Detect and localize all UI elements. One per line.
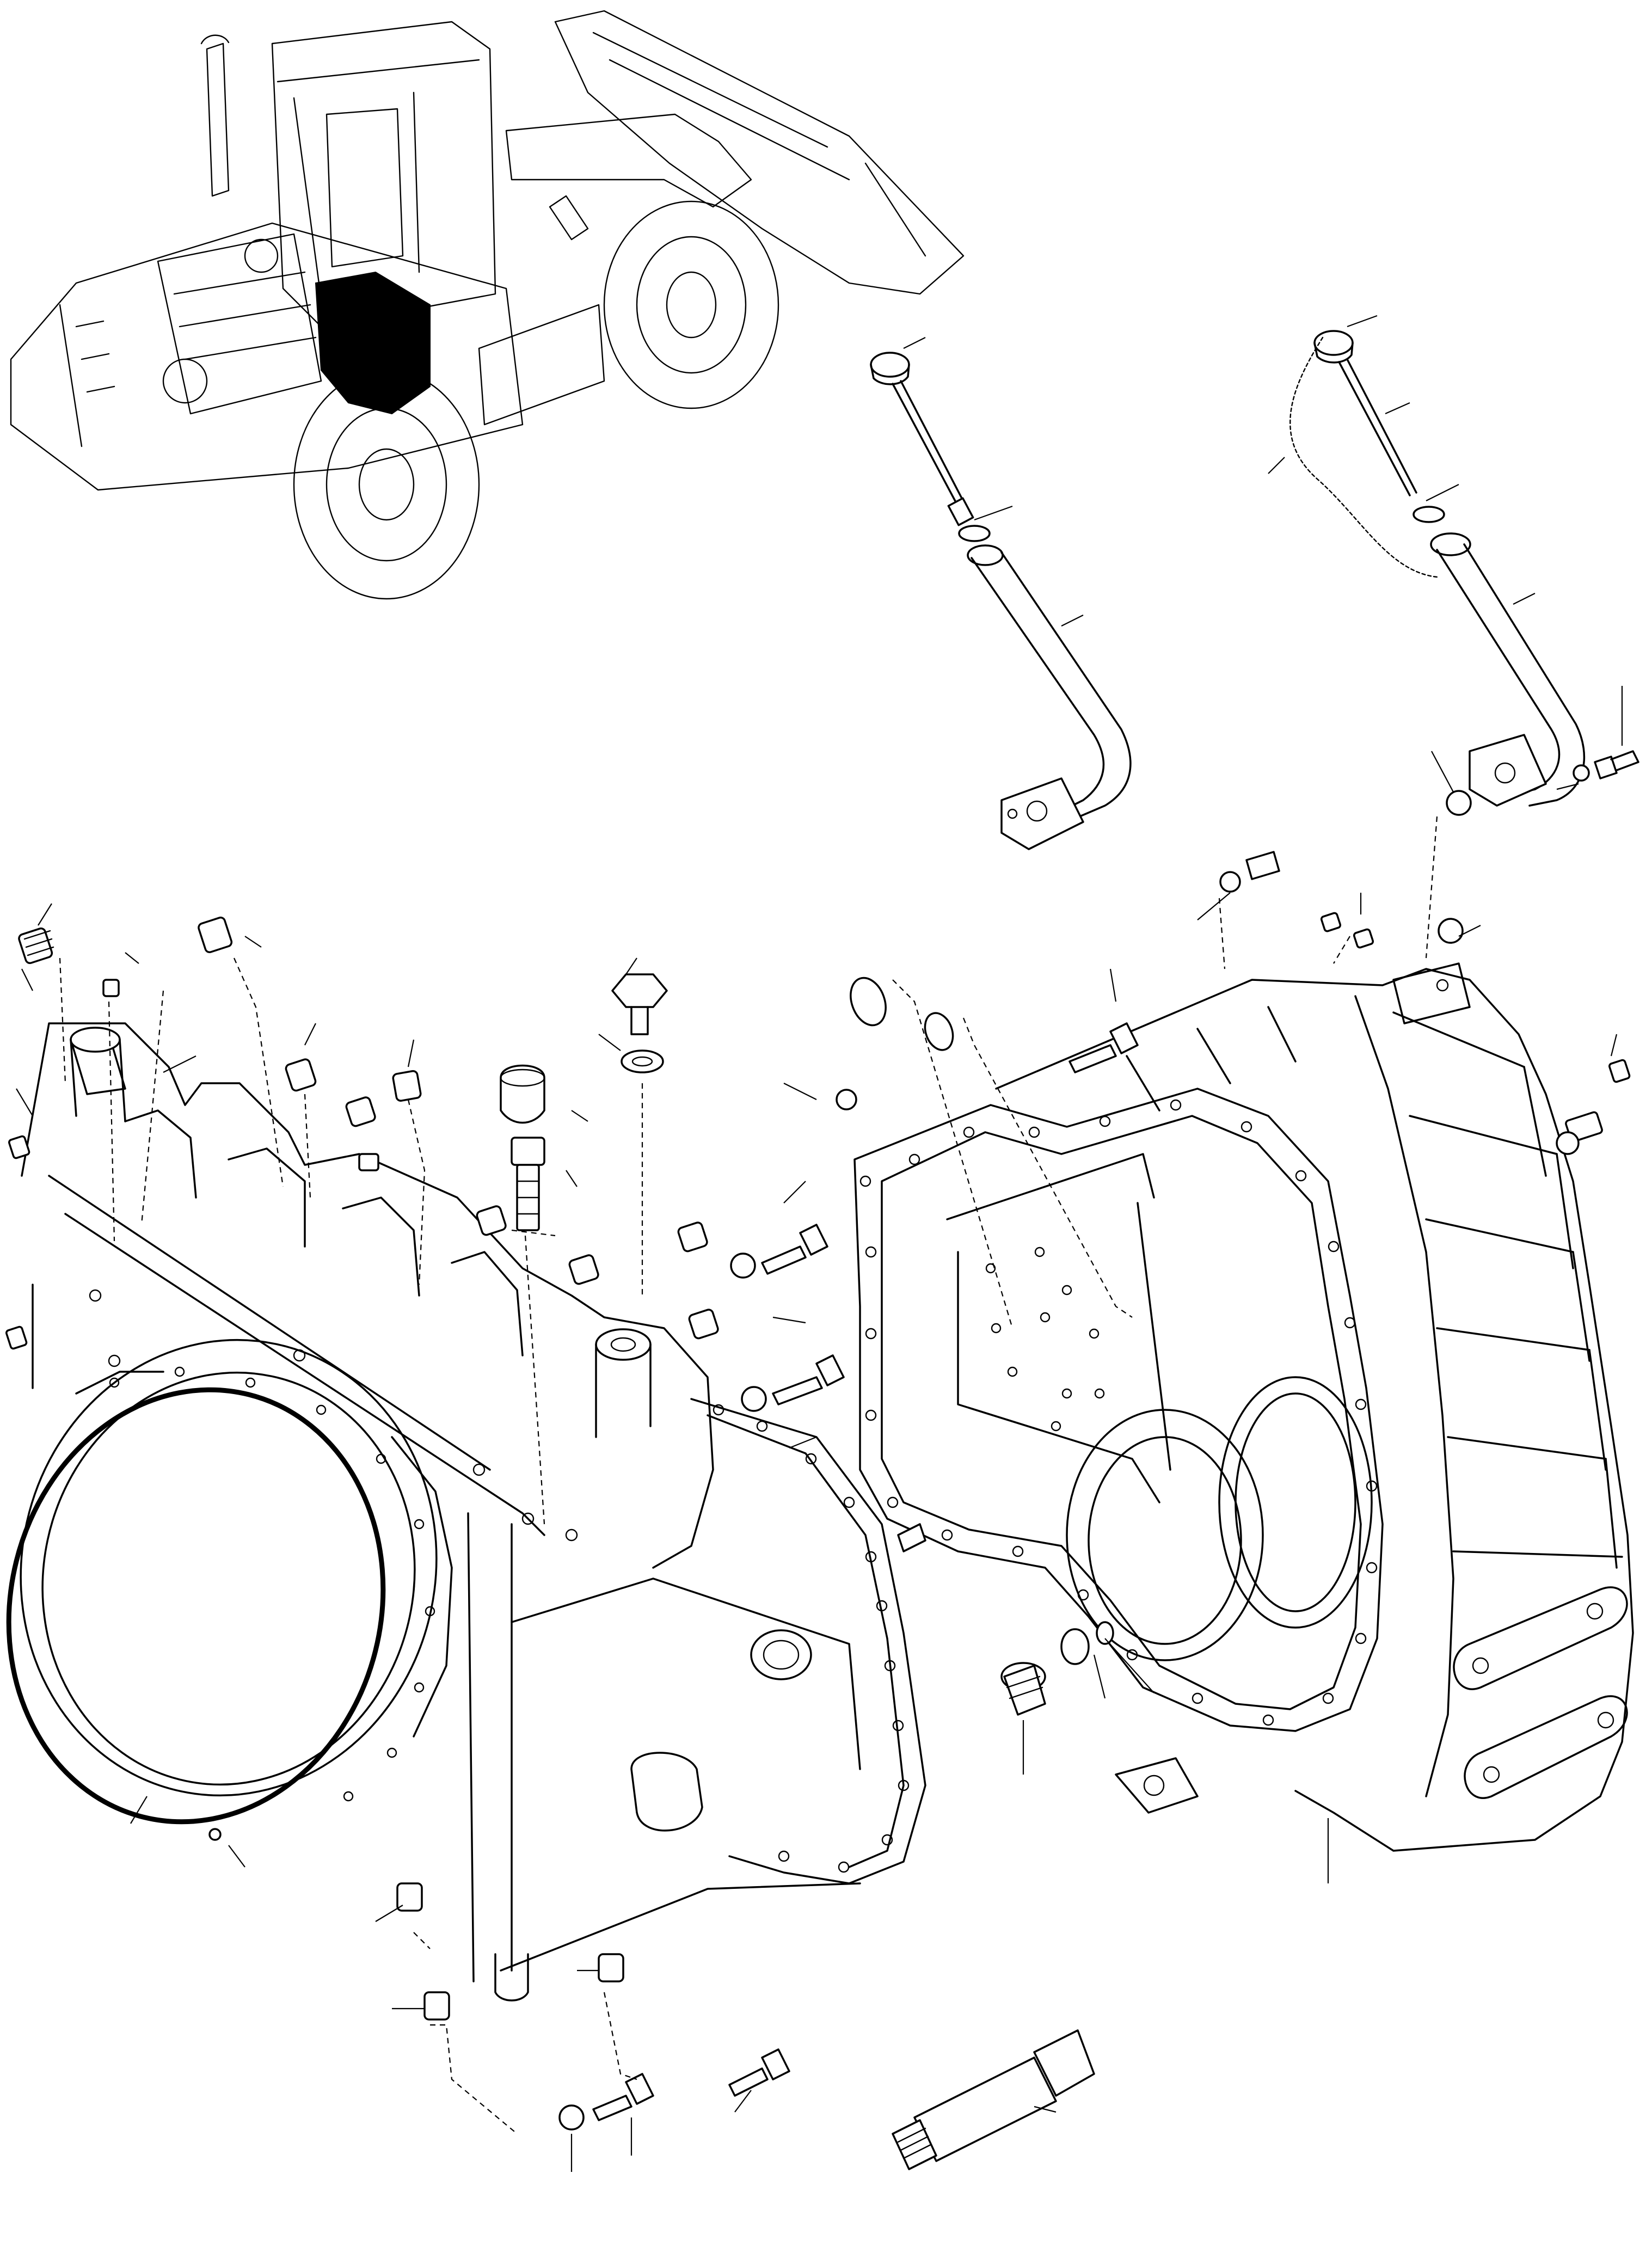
screw-plug <box>423 1991 450 2021</box>
washer-flange <box>1573 764 1590 782</box>
screw-plug <box>396 1882 423 1912</box>
front-housing <box>20 1022 926 2002</box>
hex-bolt-vertical <box>611 973 668 1073</box>
leader-lines <box>16 816 1618 2172</box>
plug-with-seal <box>1219 851 1280 893</box>
wheel-loader-icon <box>10 10 965 600</box>
hex-bolt <box>558 2073 654 2131</box>
dipstick-assembly-right <box>1268 315 1639 816</box>
screw-plug <box>285 1058 317 1092</box>
screw-plug <box>677 1221 708 1253</box>
hex-bolt <box>1068 1022 1139 1073</box>
large-gasket-ring <box>6 1387 386 1825</box>
bell-bolt-holes <box>109 1366 435 1802</box>
seal-ring-left <box>958 525 991 542</box>
screw-plug <box>598 1953 624 1982</box>
breather <box>1438 918 1464 944</box>
screw-plug <box>392 1070 422 1102</box>
o-ring <box>208 1828 222 1841</box>
housing-bolt-holes <box>859 1099 1378 1726</box>
threaded-fitting <box>511 1137 545 1231</box>
o-ring-flange <box>1446 790 1472 816</box>
dipstick-cap-left <box>870 352 910 378</box>
rear-housing <box>853 962 1634 1852</box>
screw-plug <box>345 1096 376 1127</box>
retaining-chain <box>1289 336 1438 578</box>
screw-plug <box>198 916 233 954</box>
o-ring <box>924 1012 954 1051</box>
hex-bolt <box>730 1224 828 1279</box>
plate-holes <box>985 1247 1105 1432</box>
hex-bolt <box>728 2048 790 2097</box>
hex-bolt <box>741 1354 845 1412</box>
dipstick-rod-left <box>892 380 966 507</box>
transmission-highlight <box>315 271 431 415</box>
dipstick-cap-right <box>1313 330 1354 356</box>
screw-plug <box>476 1205 507 1236</box>
sealant-tube <box>892 2029 1095 2170</box>
flange-bolt <box>1594 756 1618 779</box>
filler-tube-left <box>971 551 1132 823</box>
loose-hardware <box>5 851 1631 2170</box>
drain-fitting <box>1000 1621 1114 1716</box>
side-fitting <box>1556 1111 1603 1155</box>
dipstick-assembly-left <box>870 337 1132 850</box>
dipstick-rod-right <box>1338 358 1417 496</box>
pressure-sensor <box>500 1064 545 1124</box>
flange-bolt-holes <box>713 1404 910 1873</box>
screw-plug <box>688 1309 719 1340</box>
screw-plug <box>568 1254 599 1285</box>
dowel-pin <box>897 1523 926 1552</box>
screw-plug <box>18 927 54 965</box>
o-ring <box>850 977 887 1027</box>
